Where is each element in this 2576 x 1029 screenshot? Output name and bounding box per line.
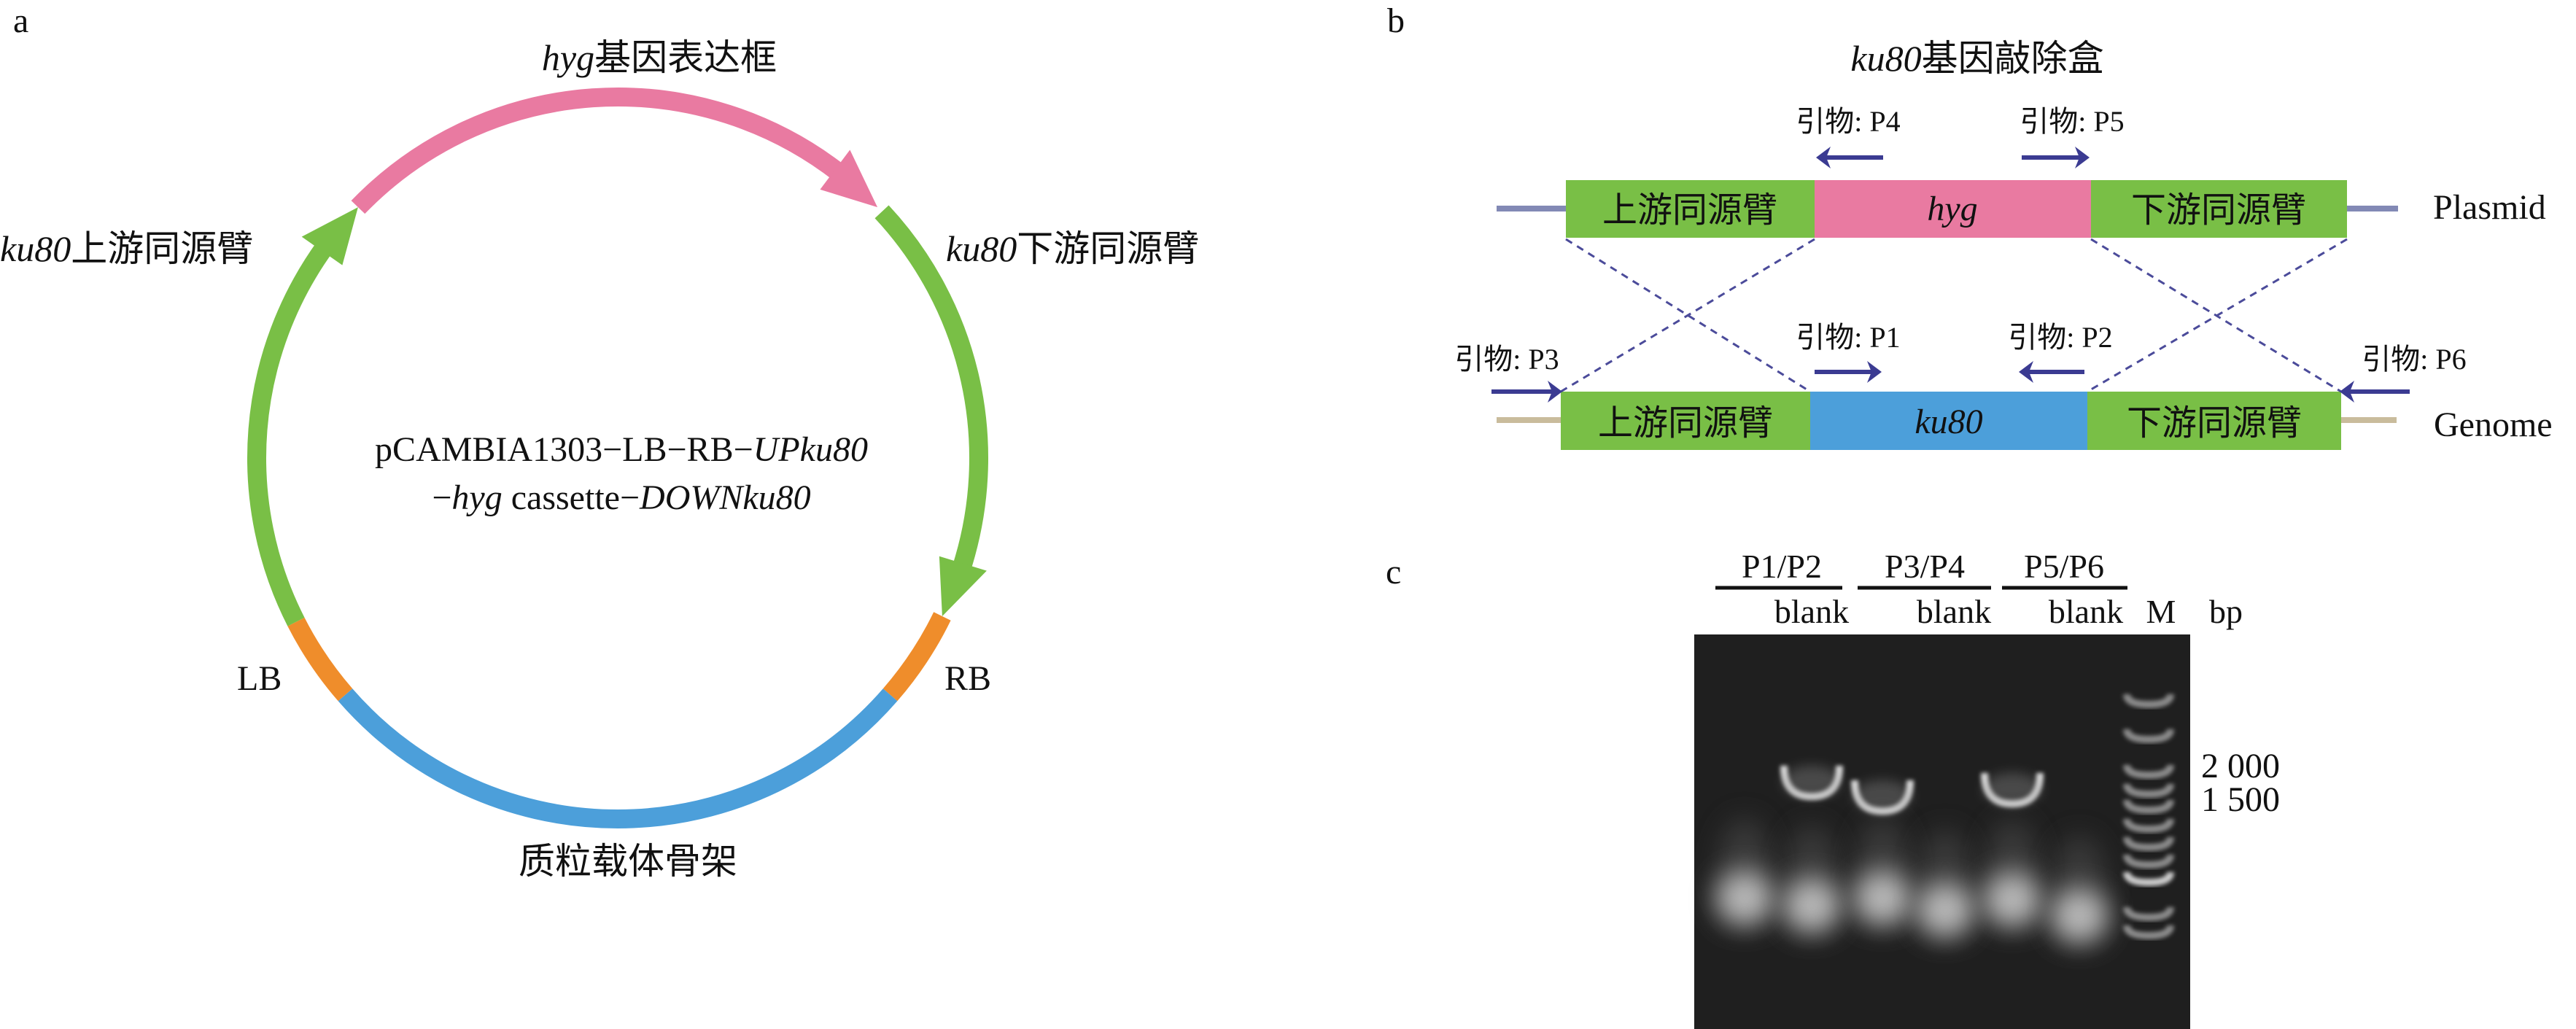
genome-upstream-arm (1561, 392, 1810, 450)
panel-b: b ku80基因敲除盒 上游同源臂 hyg 下游同源臂 Plasmid 上游同源… (1387, 1, 2553, 450)
downstream-arm-arc (874, 205, 988, 572)
rb-arc (882, 612, 951, 702)
ladder-band (2123, 906, 2174, 922)
hyg-cassette-arc (351, 88, 846, 214)
genome-name: Genome (2434, 405, 2553, 444)
arrowhead-icon (1816, 147, 1831, 168)
primer-p6-arrow (2340, 381, 2410, 403)
arrowhead-icon (2019, 361, 2033, 383)
arrowhead-icon (1867, 361, 1882, 383)
arrowhead-icon (2340, 381, 2354, 403)
arrowhead-icon (939, 556, 987, 616)
primer-dimer-band (1715, 871, 1774, 926)
primer-p4-label: 引物: P4 (1796, 105, 1900, 138)
ladder-band (2123, 729, 2174, 744)
primer-p6-label: 引物: P6 (2362, 343, 2466, 376)
group-label-p1p2: P1/P2 (1742, 548, 1822, 585)
ladder-band (2123, 871, 2174, 887)
primer-dimer-band (2050, 888, 2108, 944)
blank-lane-label: blank (1917, 593, 1991, 630)
backbone-arc (338, 688, 898, 828)
construct-name-line2: −hyg cassette−DOWNku80 (432, 478, 810, 517)
group-label-p3p4: P3/P4 (1885, 548, 1965, 585)
band-glow (1853, 780, 1912, 812)
plasmid-hyg (1815, 180, 2091, 238)
ladder-band (2123, 783, 2174, 799)
plasmid-upstream-label: 上游同源臂 (1602, 191, 1777, 230)
knockout-cassette-title: ku80基因敲除盒 (1850, 38, 2103, 79)
primer-dimer-band (1853, 871, 1912, 926)
crossover-line (1560, 238, 1815, 393)
arrowhead-icon (2075, 147, 2090, 168)
band-glow (1983, 773, 2041, 805)
primer-dimer-band (1983, 872, 2041, 928)
primer-p4-arrow (1816, 147, 1883, 168)
crossover-line (1565, 238, 1811, 393)
primer-p3-label: 引物: P3 (1454, 343, 1559, 376)
panel-a: a hyg基因表达框 ku80上游同源臂 ku80下游同源臂 pCAMBIA13… (0, 1, 1199, 882)
up-arm-label: ku80上游同源臂 (0, 228, 253, 269)
lb-arc (287, 617, 353, 702)
down-arm-label: ku80下游同源臂 (946, 228, 1199, 269)
arrowhead-icon (1548, 381, 1562, 403)
size-label-1500: 1 500 (2201, 780, 2280, 819)
plasmid-name: Plasmid (2433, 188, 2546, 227)
panel-c-label: c (1386, 553, 1401, 591)
ladder-band (2123, 764, 2174, 780)
primer-p3-arrow (1491, 381, 1562, 403)
primer-dimer-band (1916, 882, 1974, 938)
ladder-band (2123, 925, 2174, 940)
plasmid-upstream-arm (1566, 180, 1815, 238)
marker-lane-label: M (2146, 593, 2176, 630)
plasmid-downstream-arm (2091, 180, 2347, 238)
primer-dimer-band (1782, 878, 1841, 933)
primer-arrows (1491, 147, 2410, 403)
genome-downstream-label: 下游同源臂 (2127, 404, 2302, 443)
ladder-band (2123, 836, 2174, 852)
lb-label: LB (237, 659, 282, 698)
ladder-band (2123, 854, 2174, 869)
group-label-p5p6: P5/P6 (2024, 548, 2104, 585)
construct-name-line1: pCAMBIA1303−LB−RB−UPku80 (375, 430, 868, 469)
gel-bands (1715, 694, 2174, 944)
rb-label: RB (944, 659, 991, 698)
ladder-band (2123, 694, 2174, 709)
primer-p5-arrow (2022, 147, 2090, 168)
ladder-band (2123, 799, 2174, 815)
unit-label: bp (2209, 593, 2243, 630)
size-label-2000: 2 000 (2201, 747, 2280, 785)
ladder-band (2123, 818, 2174, 834)
primer-p5-label: 引物: P5 (2020, 105, 2124, 138)
backbone-label: 质粒载体骨架 (519, 841, 737, 882)
recombination-lines (1560, 238, 2348, 393)
genome-ku80 (1810, 392, 2087, 450)
plasmid-downstream-label: 下游同源臂 (2131, 191, 2306, 230)
arrowhead-icon (820, 150, 878, 208)
blank-lane-label: blank (1774, 593, 1849, 630)
arrowhead-icon (301, 207, 358, 265)
genome-ku80-label: ku80 (1914, 403, 1982, 441)
panel-a-label: a (13, 1, 28, 40)
primer-p1-arrow (1815, 361, 1882, 383)
crossover-line (2087, 238, 2348, 393)
genome-downstream-arm (2087, 392, 2341, 450)
upstream-arm-arc (247, 240, 334, 626)
panel-b-label: b (1387, 1, 1405, 40)
band-glow (1782, 766, 1841, 798)
primer-p2-label: 引物: P2 (2008, 321, 2112, 354)
primer-p2-arrow (2019, 361, 2084, 383)
hyg-cassette-label: hyg基因表达框 (542, 37, 777, 78)
blank-lane-label: blank (2049, 593, 2123, 630)
panel-c: c P1/P2 P3/P4 P5/P6 blank blank blank M … (1386, 548, 2280, 1029)
plasmid-hyg-label: hyg (1927, 190, 1977, 228)
primer-p1-label: 引物: P1 (1796, 321, 1900, 354)
genome-upstream-label: 上游同源臂 (1598, 404, 1773, 443)
plasmid-map (247, 88, 988, 828)
